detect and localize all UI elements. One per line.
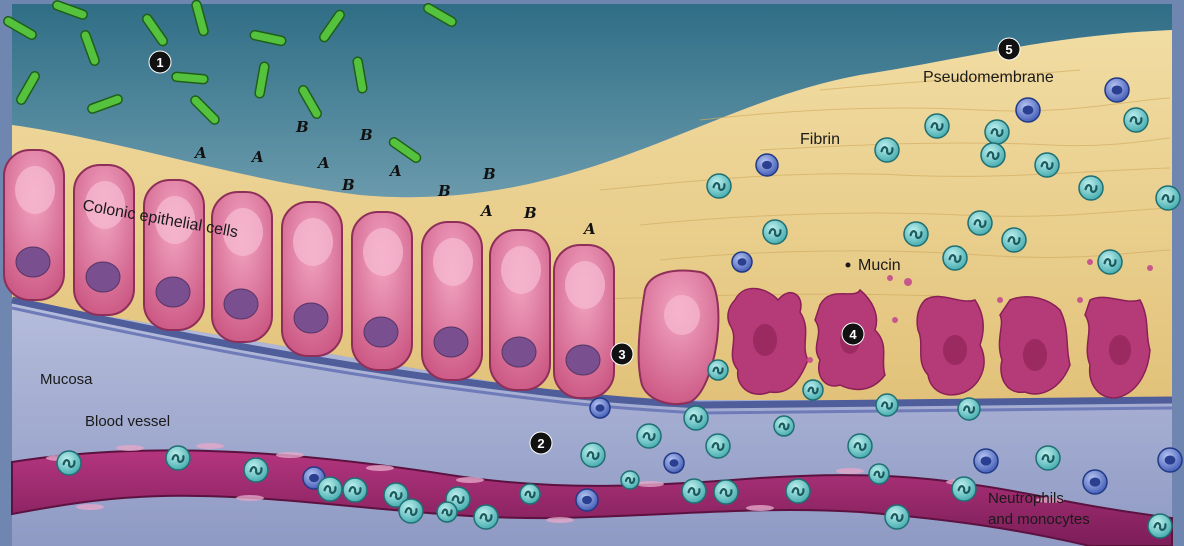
monocyte	[1083, 470, 1107, 494]
monocyte	[974, 449, 998, 473]
toxin-label: B	[437, 182, 451, 200]
neutrophil	[943, 246, 967, 270]
epithelial-cell	[74, 165, 134, 315]
neutrophil	[1002, 228, 1026, 252]
toxin-label: B	[523, 204, 537, 222]
neutrophil	[904, 222, 928, 246]
monocyte	[756, 154, 778, 176]
neutrophil	[637, 424, 661, 448]
neutrophil	[581, 443, 605, 467]
mucin-pointer-dot	[846, 263, 851, 268]
neutrophil	[318, 477, 342, 501]
neutrophil	[876, 394, 898, 416]
epithelial-cell	[490, 230, 550, 390]
mucin-label: Mucin	[858, 257, 901, 274]
neutrophil	[848, 434, 872, 458]
marker-2-number: 2	[537, 436, 544, 451]
toxin-label: A	[250, 148, 264, 166]
neutrophil	[682, 479, 706, 503]
neutrophil	[869, 464, 889, 484]
toxin-label: A	[582, 220, 596, 238]
monocyte	[590, 398, 610, 418]
neutrophil	[166, 446, 190, 470]
monocyte	[1105, 78, 1129, 102]
marker-4-number: 4	[849, 327, 857, 342]
monocytes-label: and monocytes	[988, 511, 1090, 528]
epithelial-cell	[212, 192, 272, 342]
neutrophil	[684, 406, 708, 430]
blood-vessel-label: Blood vessel	[85, 413, 170, 430]
toxin-label: B	[482, 165, 496, 183]
toxin-label: A	[316, 154, 330, 172]
monocyte	[1016, 98, 1040, 122]
neutrophil	[763, 220, 787, 244]
neutrophil	[1079, 176, 1103, 200]
neutrophil	[343, 478, 367, 502]
monocyte	[664, 453, 684, 473]
neutrophil	[885, 505, 909, 529]
epithelial-cell	[422, 222, 482, 380]
toxin-label: B	[295, 118, 309, 136]
marker-5: 5	[998, 38, 1020, 60]
neutrophil	[1148, 514, 1172, 538]
neutrophil	[1098, 250, 1122, 274]
monocyte	[576, 489, 598, 511]
neutrophil	[958, 398, 980, 420]
marker-5-number: 5	[1005, 42, 1012, 57]
toxin-label: B	[359, 126, 373, 144]
neutrophil	[786, 479, 810, 503]
neutrophil	[1036, 446, 1060, 470]
neutrophil	[925, 114, 949, 138]
neutrophil	[621, 471, 639, 489]
neutrophil	[399, 499, 423, 523]
pseudomembrane-label: Pseudomembrane	[923, 69, 1054, 86]
neutrophil	[244, 458, 268, 482]
marker-1-number: 1	[156, 55, 163, 70]
neutrophil	[437, 502, 457, 522]
neutrophil	[714, 480, 738, 504]
toxin-label: A	[193, 144, 207, 162]
toxin-label: A	[388, 162, 402, 180]
fibrin-label: Fibrin	[800, 131, 840, 148]
neutrophil	[803, 380, 823, 400]
neutrophil	[875, 138, 899, 162]
neutrophil	[707, 174, 731, 198]
neutrophil	[985, 120, 1009, 144]
epithelial-cell	[352, 212, 412, 370]
neutrophil	[708, 360, 728, 380]
marker-1: 1	[149, 51, 171, 73]
monocyte	[1158, 448, 1182, 472]
neutrophil	[774, 416, 794, 436]
marker-4: 4	[842, 323, 864, 345]
neutrophil	[474, 505, 498, 529]
neutrophil	[1156, 186, 1180, 210]
neutrophil	[57, 451, 81, 475]
epithelial-cell	[282, 202, 342, 356]
neutrophil	[706, 434, 730, 458]
marker-3-number: 3	[618, 347, 625, 362]
marker-3: 3	[611, 343, 633, 365]
neutrophil	[520, 484, 540, 504]
mucosa-label: Mucosa	[40, 371, 93, 388]
epithelial-cell	[144, 180, 204, 330]
neutrophil	[1035, 153, 1059, 177]
epithelial-cell	[554, 245, 614, 398]
neutrophil	[981, 143, 1005, 167]
toxin-label: A	[479, 202, 493, 220]
neutrophil	[968, 211, 992, 235]
toxin-label: B	[341, 176, 355, 194]
neutrophil	[952, 477, 976, 501]
epithelial-cell	[4, 150, 64, 300]
monocyte	[732, 252, 752, 272]
neutrophils-label: Neutrophils	[988, 490, 1064, 507]
neutrophil	[1124, 108, 1148, 132]
marker-2: 2	[530, 432, 552, 454]
